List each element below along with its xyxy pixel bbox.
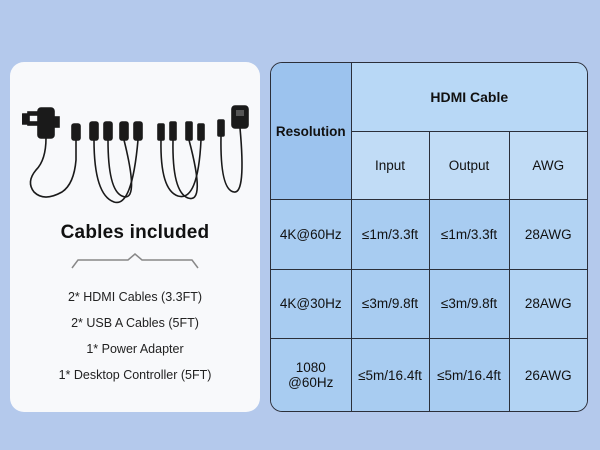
awg-cell: 28AWG: [508, 268, 587, 340]
list-item: 1* Desktop Controller (5FT): [58, 368, 212, 382]
cables-illustration: [22, 105, 249, 204]
brace-divider: [71, 253, 199, 269]
hdmi-spec-table: Resolution HDMI Cable Input Output AWG 4…: [270, 62, 588, 412]
table-row: 4K@60Hz ≤1m/3.3ft ≤1m/3.3ft 28AWG: [271, 199, 587, 270]
resolution-cell: 1080 @60Hz: [271, 338, 352, 411]
cables-included-heading: Cables included: [60, 222, 210, 243]
hdmi-cable-icon: [89, 121, 143, 204]
table-row: 4K@30Hz ≤3m/9.8ft ≤3m/9.8ft 28AWG: [271, 268, 587, 340]
output-cell: ≤5m/16.4ft: [428, 338, 510, 411]
cables-list: 2* HDMI Cables (3.3FT) 2* USB A Cables (…: [10, 284, 260, 388]
column-header-awg: AWG: [508, 130, 587, 201]
usb-cable-icon: [157, 121, 205, 200]
cables-included-card: Cables included 2* HDMI Cables (3.3FT) 2…: [10, 62, 260, 412]
column-header-output: Output: [428, 130, 510, 201]
desktop-controller-icon: [217, 105, 249, 193]
input-cell: ≤5m/16.4ft: [350, 338, 430, 411]
output-cell: ≤1m/3.3ft: [428, 199, 510, 270]
awg-cell: 28AWG: [508, 199, 587, 270]
power-adapter-icon: [22, 107, 81, 198]
list-item: 1* Power Adapter: [86, 342, 184, 356]
input-cell: ≤3m/9.8ft: [350, 268, 430, 340]
resolution-line: 1080: [295, 360, 326, 376]
list-item: 2* HDMI Cables (3.3FT): [67, 290, 203, 304]
column-header-input: Input: [351, 130, 430, 201]
awg-cell: 26AWG: [508, 338, 587, 411]
input-cell: ≤1m/3.3ft: [350, 199, 430, 270]
table-row: 1080 @60Hz ≤5m/16.4ft ≤5m/16.4ft 26AWG: [271, 338, 587, 411]
list-item: 2* USB A Cables (5FT): [71, 316, 199, 330]
resolution-header: Resolution: [271, 63, 352, 201]
output-cell: ≤3m/9.8ft: [428, 268, 510, 340]
resolution-cell: 4K@60Hz: [271, 199, 352, 270]
hdmi-cable-header: HDMI Cable: [350, 63, 587, 132]
resolution-line: @60Hz: [288, 375, 334, 391]
resolution-cell: 4K@30Hz: [271, 268, 352, 340]
